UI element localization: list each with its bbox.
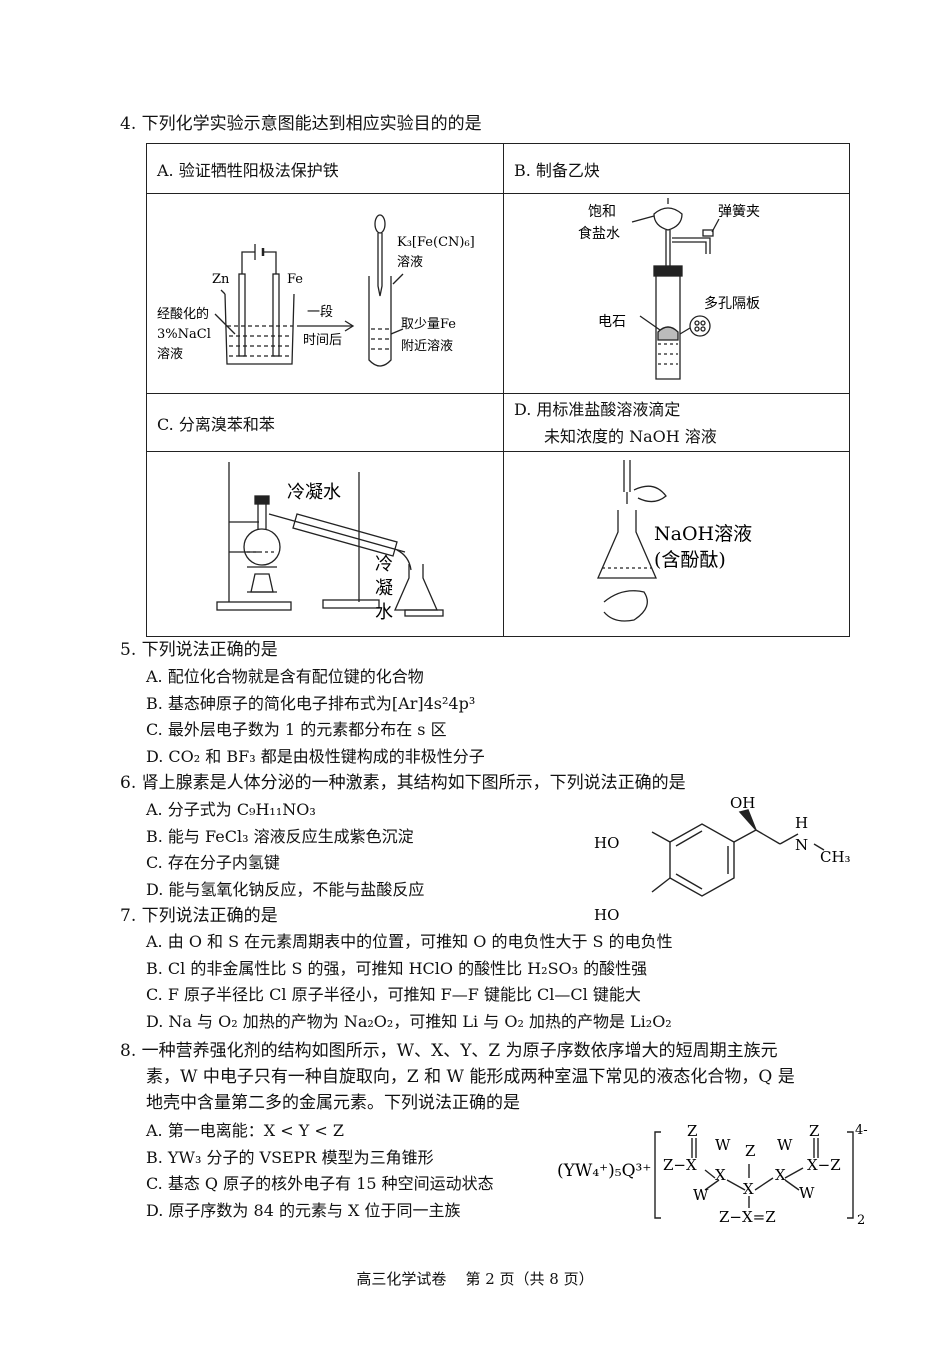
atom-z-2: Z (745, 1142, 755, 1160)
q4-figure-d: NaOH溶液 (含酚酞) (503, 451, 850, 637)
methyl-label: CH₃ (820, 848, 851, 866)
cooling-char-1: 冷 (375, 554, 393, 575)
porous-plate-label: 多孔隔板 (704, 295, 760, 312)
q7-option-b[interactable]: B. Cl 的非金属性比 S 的强，可推知 HClO 的酸性比 H₂SO₃ 的酸… (146, 958, 648, 978)
q4-option-a-title[interactable]: A. 验证牺牲阳极法保护铁 (146, 143, 504, 194)
titration-diagram: NaOH溶液 (含酚酞) (597, 460, 752, 622)
carbide-label: 电石 (598, 314, 626, 330)
acetylene-apparatus-diagram: 饱和 食盐水 弹簧夹 多孔隔板 电石 (578, 198, 760, 380)
q4-option-c-title[interactable]: C. 分离溴苯和苯 (146, 393, 504, 452)
cooling-char-2: 凝 (375, 578, 393, 599)
q5-option-b[interactable]: B. 基态砷原子的简化电子排布式为[Ar]4s²4p³ (146, 693, 476, 713)
q4-option-d-title[interactable]: D. 用标准盐酸溶液滴定 未知浓度的 NaOH 溶液 (503, 393, 850, 452)
zn-label: Zn (212, 272, 230, 287)
amine-h-label: H (795, 814, 808, 832)
distillation-diagram: 冷凝水 冷 凝 水 (216, 462, 444, 623)
cooling-char-3: 水 (375, 602, 393, 623)
q6-option-b[interactable]: B. 能与 FeCl₃ 溶液反应生成紫色沉淀 (146, 826, 414, 846)
q4-experiment-table: A. 验证牺牲阳极法保护铁 B. 制备乙炔 (146, 143, 850, 637)
amine-n-label: N (795, 836, 808, 854)
atom-w-1: W (715, 1136, 731, 1154)
phenolphthalein-label: (含酚酞) (654, 549, 726, 571)
q4-option-d-line1: D. 用标准盐酸溶液滴定 (514, 399, 681, 419)
q7-option-list: A. 由 O 和 S 在元素周期表中的位置，可推知 O 的电负性大于 S 的电负… (146, 929, 673, 1035)
take-fe-label: 取少量Fe (401, 317, 456, 332)
atom-w-4: W (799, 1184, 815, 1202)
nutrient-complex-structure: (YW₄⁺)₅Q³⁺ Z W Z W Z Z−X X X X−Z W X W Z… (557, 1122, 868, 1228)
anion-subscript: 2 (857, 1213, 865, 1228)
phenol-ho-upper: HO (594, 834, 619, 852)
q8-stem-line2: 素，W 中电子只有一种自旋取向，Z 和 W 能形成两种室温下常见的液态化合物，Q… (146, 1067, 795, 1087)
brine-label: 食盐水 (578, 225, 620, 242)
atom-z-3: Z (809, 1122, 819, 1140)
atom-x-z-right: X−Z (807, 1156, 841, 1174)
phenol-ho-lower: HO (594, 906, 619, 924)
q4-figure-b: 饱和 食盐水 弹簧夹 多孔隔板 电石 (503, 193, 850, 394)
hydroxyl-label: OH (730, 794, 755, 812)
q4-figure-a: Zn Fe 经酸化的 3%NaCl 溶液 一段 时间后 K₃[Fe(CN)₆] … (146, 193, 504, 394)
q8-stem-line1: 8. 一种营养强化剂的结构如图所示，W、X、Y、Z 为原子序数依序增大的短周期主… (120, 1041, 778, 1061)
q6-option-d[interactable]: D. 能与氢氧化钠反应，不能与盐酸反应 (146, 879, 425, 899)
q7-stem: 7. 下列说法正确的是 (120, 906, 278, 926)
q8-stem-line3: 地壳中含量第二多的金属元素。下列说法正确的是 (146, 1093, 520, 1113)
q8-option-c[interactable]: C. 基态 Q 原子的核外电子有 15 种空间运动状态 (146, 1174, 494, 1193)
q7-option-c[interactable]: C. F 原子半径比 Cl 原子半径小，可推知 F—F 键能比 Cl—Cl 键能… (146, 985, 641, 1004)
atom-w-3: W (693, 1186, 709, 1204)
q8-option-list: A. 第一电离能：X < Y < Z B. YW₃ 分子的 VSEPR 模型为三… (146, 1118, 494, 1224)
q4-option-d-line2: 未知浓度的 NaOH 溶液 (544, 426, 717, 446)
epinephrine-structure: OH H N CH₃ HO HO (594, 794, 851, 924)
q5-option-a[interactable]: A. 配位化合物就是含有配位键的化合物 (146, 667, 424, 686)
after-time-label: 时间后 (303, 333, 342, 348)
q6-stem: 6. 肾上腺素是人体分泌的一种激素，其结构如下图所示，下列说法正确的是 (120, 773, 686, 793)
atom-x-1: X (715, 1166, 726, 1184)
galvanic-test-diagram: Zn Fe 经酸化的 3%NaCl 溶液 一段 时间后 K₃[Fe(CN)₆] … (157, 214, 475, 367)
atom-x-center: X (743, 1180, 754, 1198)
atom-w-2: W (777, 1136, 793, 1154)
q6-option-c[interactable]: C. 存在分子内氢键 (146, 853, 280, 872)
atom-z-x-z-bottom: Z−X=Z (719, 1208, 776, 1226)
atom-x-2: X (775, 1166, 786, 1184)
q5-option-list: A. 配位化合物就是含有配位键的化合物 B. 基态砷原子的简化电子排布式为[Ar… (146, 664, 485, 770)
q5-option-d[interactable]: D. CO₂ 和 BF₃ 都是由极性键构成的非极性分子 (146, 746, 485, 766)
anion-charge: 4- (855, 1123, 868, 1138)
q8-stem: 8. 一种营养强化剂的结构如图所示，W、X、Y、Z 为原子序数依序增大的短周期主… (120, 1038, 795, 1116)
atom-z-1: Z (687, 1122, 697, 1140)
q6-option-a[interactable]: A. 分子式为 C₉H₁₁NO₃ (146, 800, 316, 819)
ferricyanide-solution-label: 溶液 (397, 255, 423, 270)
q8-option-b[interactable]: B. YW₃ 分子的 VSEPR 模型为三角锥形 (146, 1147, 434, 1167)
q6-option-list: A. 分子式为 C₉H₁₁NO₃ B. 能与 FeCl₃ 溶液反应生成紫色沉淀 … (146, 797, 424, 903)
period-label: 一段 (307, 305, 333, 320)
cooling-water-in-label: 冷凝水 (287, 482, 341, 503)
q4-figure-c: 冷凝水 冷 凝 水 (146, 451, 504, 637)
q7-option-d[interactable]: D. Na 与 O₂ 加热的产物为 Na₂O₂，可推知 Li 与 O₂ 加热的产… (146, 1011, 672, 1031)
cation-label: (YW₄⁺)₅Q³⁺ (557, 1161, 651, 1181)
q5-option-c[interactable]: C. 最外层电子数为 1 的元素都分布在 s 区 (146, 720, 447, 739)
nearby-solution-label: 附近溶液 (401, 339, 453, 354)
q7-option-a[interactable]: A. 由 O 和 S 在元素周期表中的位置，可推知 O 的电负性大于 S 的电负… (146, 932, 673, 951)
saturated-label: 饱和 (588, 204, 616, 220)
q4-option-b-title[interactable]: B. 制备乙炔 (503, 143, 850, 194)
q4-stem: 4. 下列化学实验示意图能达到相应实验目的的是 (120, 114, 482, 134)
q8-option-a[interactable]: A. 第一电离能：X < Y < Z (146, 1121, 344, 1140)
solution-label: 溶液 (157, 347, 183, 362)
page-footer: 高三化学试卷 第 2 页（共 8 页） (356, 1270, 594, 1288)
acidified-label: 经酸化的 (157, 306, 209, 322)
nacl-label: 3%NaCl (157, 327, 211, 342)
q5-stem: 5. 下列说法正确的是 (120, 640, 278, 660)
naoh-solution-label: NaOH溶液 (654, 523, 752, 545)
ferricyanide-label: K₃[Fe(CN)₆] (397, 235, 475, 250)
spring-clamp-label: 弹簧夹 (718, 204, 760, 220)
q8-option-d[interactable]: D. 原子序数为 84 的元素与 X 位于同一主族 (146, 1200, 461, 1220)
fe-label: Fe (287, 272, 303, 287)
atom-z-x-left: Z−X (663, 1156, 697, 1174)
